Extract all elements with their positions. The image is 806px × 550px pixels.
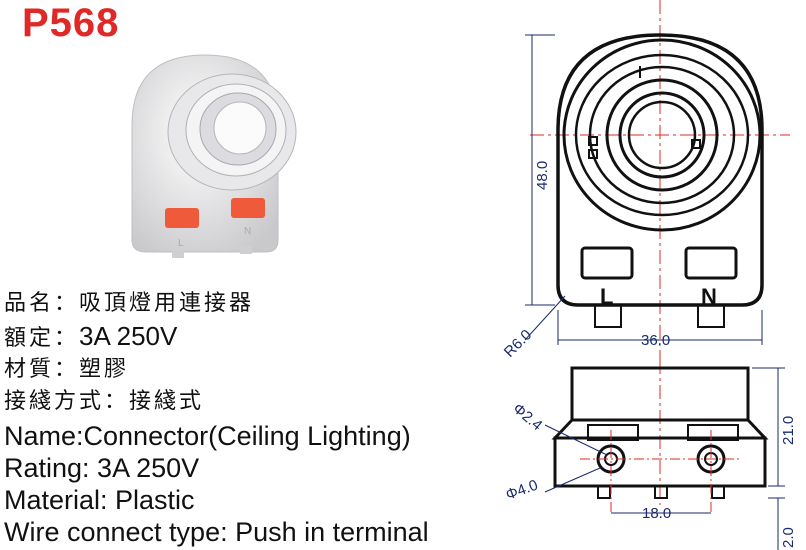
- terminal-label-l: L: [600, 284, 613, 309]
- dim-radius: R6.0: [501, 326, 535, 360]
- dim-width: 36.0: [641, 332, 670, 349]
- spec-en-rating: Rating: 3A 250V: [4, 453, 200, 483]
- slot-n: [684, 246, 738, 280]
- terminal-button-n: [231, 198, 265, 218]
- spec-zh-rating: 額定：3A 250V: [4, 321, 178, 351]
- model-title: P568: [22, 1, 120, 45]
- spec-zh-wiring: 接綫方式：接綫式: [4, 389, 205, 414]
- spec-zh-material: 材質：塑膠: [4, 357, 130, 382]
- spec-zh-name: 品名：吸頂燈用連接器: [4, 291, 255, 316]
- svg-text:N: N: [244, 226, 251, 237]
- dim-hole-small: Φ2.4: [509, 400, 545, 434]
- dim-hole-large: Φ4.0: [504, 477, 541, 504]
- spec-en-name: Name:Connector(Ceiling Lighting): [4, 421, 411, 451]
- svg-text:L: L: [178, 238, 184, 249]
- dim-pitch: 18.0: [642, 505, 671, 522]
- spec-en-wiring: Wire connect type: Push in terminal: [4, 517, 429, 547]
- terminal-button-l: [165, 208, 199, 228]
- slot-l: [580, 246, 634, 280]
- dim-side-height: 21.0: [780, 416, 797, 445]
- spec-en-material: Material: Plastic: [4, 485, 195, 515]
- terminal-label-n: N: [701, 284, 717, 309]
- dim-pin: 2.0: [780, 527, 797, 548]
- dim-height: 48.0: [534, 161, 551, 190]
